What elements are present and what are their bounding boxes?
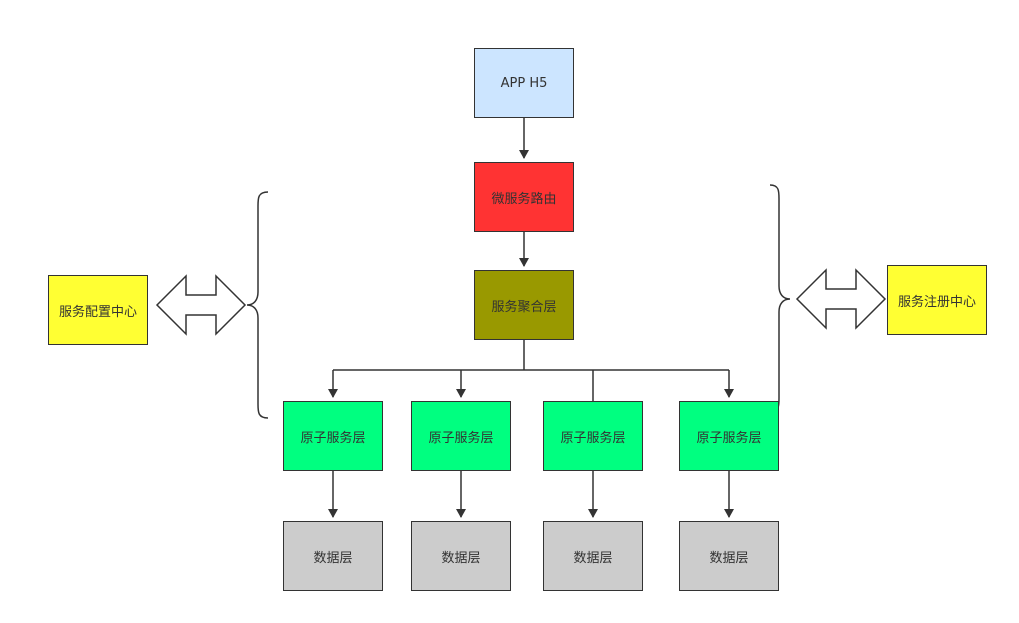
node-data-layer-3: 数据层 xyxy=(543,521,643,591)
node-data-layer-1: 数据层 xyxy=(283,521,383,591)
config-double-arrow xyxy=(155,274,247,336)
node-atomic-service-4: 原子服务层 xyxy=(679,401,779,471)
node-microservice-router: 微服务路由 xyxy=(474,162,574,232)
node-service-config-center: 服务配置中心 xyxy=(48,275,148,345)
node-atomic-service-3: 原子服务层 xyxy=(543,401,643,471)
left-brace xyxy=(246,191,269,419)
node-atomic-service-label: 原子服务层 xyxy=(560,430,626,446)
node-service-config-center-label: 服务配置中心 xyxy=(58,304,137,320)
node-data-layer-label: 数据层 xyxy=(573,550,613,566)
node-data-layer-label: 数据层 xyxy=(313,550,353,566)
node-data-layer-label: 数据层 xyxy=(709,550,749,566)
node-atomic-service-label: 原子服务层 xyxy=(428,430,494,446)
node-data-layer-2: 数据层 xyxy=(411,521,511,591)
node-service-registry-center-label: 服务注册中心 xyxy=(897,294,976,310)
node-atomic-service-label: 原子服务层 xyxy=(300,430,366,446)
node-service-aggregation-label: 服务聚合层 xyxy=(491,299,557,315)
node-atomic-service-1: 原子服务层 xyxy=(283,401,383,471)
node-app-h5-label: APP H5 xyxy=(500,75,548,91)
node-data-layer-label: 数据层 xyxy=(441,550,481,566)
right-brace xyxy=(769,184,791,413)
node-atomic-service-label: 原子服务层 xyxy=(696,430,762,446)
node-service-registry-center: 服务注册中心 xyxy=(887,265,987,335)
node-app-h5: APP H5 xyxy=(474,48,574,118)
node-microservice-router-label: 微服务路由 xyxy=(491,191,557,207)
node-atomic-service-2: 原子服务层 xyxy=(411,401,511,471)
node-service-aggregation: 服务聚合层 xyxy=(474,270,574,340)
node-data-layer-4: 数据层 xyxy=(679,521,779,591)
registry-double-arrow xyxy=(795,268,887,330)
